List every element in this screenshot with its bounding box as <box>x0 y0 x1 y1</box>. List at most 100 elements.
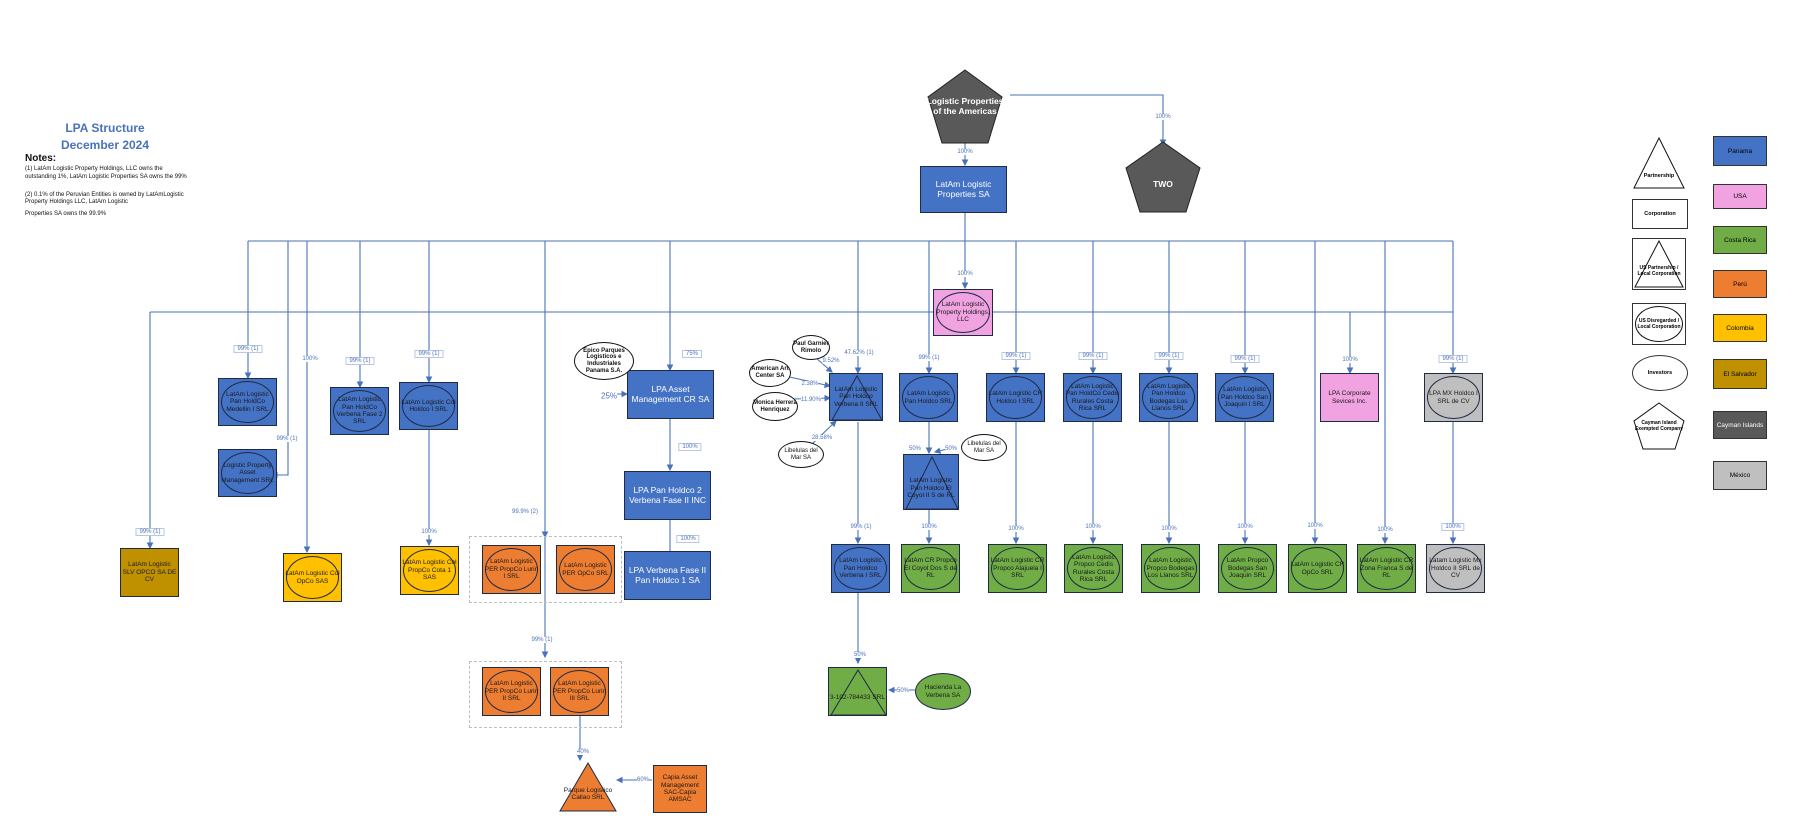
two-pentagon <box>1125 141 1201 213</box>
pan-holdco-srl-node: LatAm Logistic Pan Holdco SRL <box>899 373 958 422</box>
peru-group-2 <box>469 661 622 728</box>
legend-us-partnership: US Partnership / Local Corporation <box>1632 238 1686 290</box>
col-opco-label: LatAm Logistic Col OpCo SAS <box>285 570 340 585</box>
verbena-i-node: LatAm Logistic Pan Holdco Verbena I SRL <box>831 544 890 593</box>
bodegas-llanos-label: LatAm Logistic Pan Holdco Bodegas Los Ll… <box>1147 382 1190 412</box>
san-joaquin-node: LatAm Logistic Pan Holdco San Joaquin I … <box>1215 373 1274 422</box>
coyol-node: LatAm Logistic Pan Holdco El Coyol II S … <box>903 454 959 510</box>
cedis-rurales-label: LatAm Logistic Pan HoldCo Cedis Rurales … <box>1065 382 1120 412</box>
pct-label: 99% (1) <box>1001 352 1031 360</box>
title-line2: December 2024 <box>60 137 150 152</box>
note-1: (1) LatAm Logistic Property Holdings, LL… <box>25 166 187 180</box>
hacienda-node: Hacienda La Verbena SA <box>915 673 971 710</box>
pct-label: 99% (1) <box>135 528 165 536</box>
mx-holdco-label: LPA MX Holdco I SRL de CV <box>1429 390 1478 405</box>
pct-label: 100% <box>1441 523 1465 531</box>
capia-label: Capia Asset Management SAC-Capia AMSAC <box>661 774 699 804</box>
libelulas2-investor: Libelulas del Mar SA <box>961 434 1007 461</box>
note-2a: (2) 0.1% of the Peruvian Entities is own… <box>25 191 184 206</box>
pct-label: 99% (1) <box>414 350 444 358</box>
pct-label: 60% <box>636 777 650 783</box>
pct-label: 99% (1) <box>1230 355 1260 363</box>
peru-group-1 <box>469 536 622 603</box>
legend-partnership: Partnership <box>1643 172 1675 179</box>
col-opco-node: LatAm Logistic Col OpCo SAS <box>283 553 342 602</box>
lpa-americas-pentagon <box>927 69 1003 144</box>
pct-label: 75% <box>681 350 703 358</box>
pct-label: 50% <box>896 688 910 694</box>
pct-label: 100% <box>678 443 702 451</box>
legend-cayman-pentagon-icon <box>1633 402 1685 450</box>
pct-label: 2.38% <box>801 381 819 387</box>
pct-label: 99% (1) <box>850 524 872 530</box>
epico-label: Epico Parques Logisticos e Industriales … <box>583 347 625 374</box>
asset-mgmt-srl-label: Logistic Property Asset Management SRL <box>221 461 274 484</box>
pct-label: 100% <box>957 271 973 277</box>
latam-sa-label: LatAm Logistic Properties SA <box>935 178 992 199</box>
pct-label: 100% <box>1155 114 1171 120</box>
lpa-asset-cr-node: LPA Asset Management CR SA <box>627 370 714 419</box>
pct-label: 99% (1) <box>233 345 263 353</box>
pct-label: 47.62% (1) <box>844 350 874 356</box>
asset-mgmt-srl-node: Logistic Property Asset Management SRL <box>218 449 277 497</box>
parque-callao-label: Parque Logistico Callao SRL <box>563 786 613 801</box>
col-holdco-node: LatAm Logistic Col Holdco I SRL <box>399 382 458 430</box>
pct-label: 99% (1) <box>276 436 298 442</box>
legend-costa-rica: Costa Rica <box>1713 226 1767 254</box>
legend-mexico: México <box>1713 461 1767 490</box>
cedis-rurales-node: LatAm Logistic Pan HoldCo Cedis Rurales … <box>1063 373 1122 422</box>
legend-cayman-exempted: Cayman Island Exempted Company <box>1634 420 1684 432</box>
pct-label: 9.52% <box>822 358 840 364</box>
zona-franca-label: LatAm Logistic CR Zona Franca S de RL <box>1359 557 1414 580</box>
pct-label: 100% <box>1342 357 1358 363</box>
libelulas1-label: Libelulas del Mar SA <box>784 447 818 461</box>
llanos-propco-node: LatAm Logistic Propco Bodegas Los Llanos… <box>1141 544 1200 593</box>
holdings-llc-node: LatAm Logistic Property Holdings, LLC <box>933 289 993 336</box>
col-propco-node: LatAm Logistic Col PropCo Cota 1 SAS <box>400 546 459 595</box>
lurin2-node: LatAm Logistic PER PropCo Lurin II SRL <box>482 667 541 716</box>
zona-franca-node: LatAm Logistic CR Zona Franca S de RL <box>1357 544 1416 593</box>
american-art-label: American Art Center SA <box>751 366 789 379</box>
per-opco-label: LatAm Logistic PER OpCo SRL <box>562 562 609 577</box>
pct-label: 50% <box>944 446 958 452</box>
american-art-investor: American Art Center SA <box>749 359 791 387</box>
lurin3-node: LatAm Logistic PER PropCo Lurin III SRL <box>550 667 609 716</box>
slv-opco-node: LatAm Logistic SLV OPCO SA DE CV <box>120 548 179 597</box>
pct-label: 99% (1) <box>1438 355 1468 363</box>
cedis-propco-node: LatAm Logistic Propco Cedis Rurales Cost… <box>1064 544 1123 593</box>
col-propco-label: LatAm Logistic Col PropCo Cota 1 SAS <box>402 559 457 582</box>
pan-holdco-srl-label: LatAm Logistic Pan Holdco SRL <box>904 390 953 405</box>
alajuela-node: LatAm Logistic CR Propco Alajuela I SRL <box>988 544 1047 593</box>
verbena-fase2-label: LatAm Logistic Pan HoldCo Verbena Fase 2… <box>336 396 383 426</box>
pct-label: 50% <box>908 446 922 452</box>
partnership-triangle-icon <box>905 455 959 510</box>
lpa-americas-label: Logistic Properties of the Americas <box>926 95 1004 116</box>
pan-holdco2-node: LPA Pan Holdco 2 Verbena Fase II INC <box>624 471 711 520</box>
col-holdco-label: LatAm Logistic Col Holdco I SRL <box>401 398 456 413</box>
pct-label: 100% <box>1237 524 1253 530</box>
pct-label: 99% (1) <box>531 637 553 643</box>
cr-propco-coyol-label: LatAm CR Propco El Coyol Dos S de RL <box>904 557 957 580</box>
per-propco-lurin1-node: LatAm Logistic PER PropCo Lurin I SRL <box>482 545 541 594</box>
pct-label: 99% (1) <box>1154 352 1184 360</box>
verbena-i-label: LatAm Logistic Pan Holdco Verbena I SRL <box>839 557 882 580</box>
legend-us-partnership-label: US Partnership / Local Corporation <box>1637 265 1681 277</box>
pct-label: 25% <box>600 391 618 401</box>
pct-label: 100% <box>302 356 318 362</box>
legend-peru: Perú <box>1713 270 1767 298</box>
san-joaquin-propco-node: LatAm Propco Bodegas San Joaquin SRL <box>1218 544 1277 593</box>
bodegas-llanos-node: LatAm Logistic Pan Holdco Bodegas Los Ll… <box>1139 373 1198 422</box>
cr-propco-coyol-node: LatAm CR Propco El Coyol Dos S de RL <box>901 544 960 593</box>
pan-holdco2-label: LPA Pan Holdco 2 Verbena Fase II INC <box>628 484 706 505</box>
monica-label: Monica Herrera Henriquez <box>753 399 797 413</box>
legend-colombia: Colombia <box>1713 314 1767 342</box>
lurin2-label: LatAm Logistic PER PropCo Lurin II SRL <box>484 680 539 703</box>
ltd-784433-label: 3-102-784433 SRL <box>830 694 885 702</box>
lpa-americas-node: Logistic Properties of the Americas <box>925 76 1005 136</box>
pct-label: 100% <box>676 535 700 543</box>
notes-heading: Notes: <box>25 153 57 164</box>
verbena-fase2-node: LatAm Logistic Pan HoldCo Verbena Fase 2… <box>330 387 389 435</box>
pct-label: 99% (1) <box>345 357 375 365</box>
coyol-label: LatAm Logistic Pan Holdco El Coyol II S … <box>907 477 955 500</box>
san-joaquin-label: LatAm Logistic Pan Holdco San Joaquin I … <box>1221 386 1268 409</box>
